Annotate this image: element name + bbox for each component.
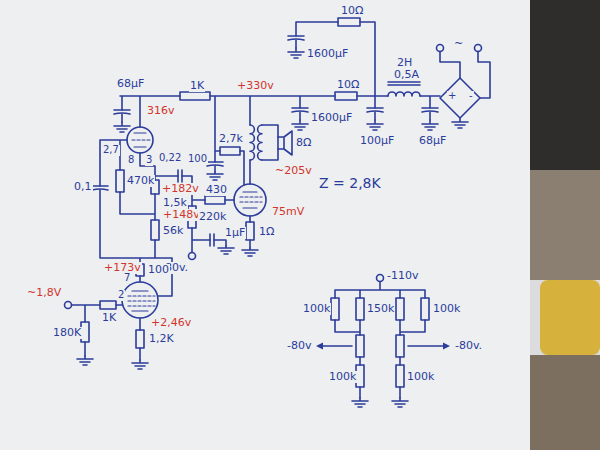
ground-symbol [77,48,468,407]
component-label: 8 [127,155,135,166]
component-label: 100k [328,371,357,383]
component-label: 56k [162,225,184,237]
voltage-reading: ~1,8V [26,287,62,299]
voltage-reading: +2,46v [150,317,192,329]
voltage-reading: 316v [146,105,176,117]
voltage-reading: +182v [161,183,200,195]
paper-sheet [0,0,530,450]
desk-surface [530,355,600,450]
component-label: 7 [123,273,131,284]
component-label: - [468,91,474,102]
component-label: 220k [198,211,227,223]
component-label: 100k [406,371,435,383]
resistor-symbol [81,18,429,387]
component-label: 1,5k [162,197,188,209]
arrow-head [316,343,450,350]
component-label: 1600µF [306,48,349,60]
bias-terminal [189,253,196,260]
component-label: 0,5A [393,69,420,81]
component-label: 10Ω [340,5,364,17]
component-label: 8Ω [295,137,312,149]
component-label: 100k [432,303,461,315]
ac-terminal [475,45,482,52]
desk-surface [530,170,600,280]
component-label: 1K [189,80,205,92]
component-label: + [447,91,457,102]
component-label: 100 [187,154,208,165]
choke-coil [388,82,420,96]
component-label: 430 [205,184,228,196]
speaker-symbol [278,131,292,155]
component-label: 1Ω [258,226,275,238]
input-pentode [122,282,158,318]
voltage-reading: ~205v [274,165,313,177]
component-label: -110v [386,270,419,282]
component-label: 2,7 [102,145,120,156]
component-label: 150k [366,303,395,315]
component-label: 100k [302,303,331,315]
component-label: 1µF [224,227,246,239]
component-label: 68µF [418,135,447,147]
supply-terminal [377,275,384,282]
component-label: 2H [396,57,413,69]
component-label: 100µF [359,135,395,147]
desk-object [530,0,600,170]
component-label: 3 [145,155,153,166]
component-label: 100 [147,264,170,276]
capacitor-symbol [92,36,438,246]
component-label: 68µF [116,78,145,90]
component-label: 1600µF [310,112,353,124]
component-label: 0,1 [73,181,93,193]
cable-spool [540,280,600,355]
voltage-reading: +148v [162,209,201,221]
component-label: -80v. [454,340,483,352]
output-pentode [234,184,266,216]
voltage-reading: 75mV [271,206,305,218]
voltage-reading: +173v [103,262,142,274]
bridge-rectifier [440,78,480,118]
component-label: -80v [286,340,312,352]
wire [72,22,491,398]
component-label: Z = 2,8K [318,176,382,191]
component-label: 2 [117,290,125,301]
component-label: 1,2K [148,333,175,345]
component-label: 0,22 [158,153,182,164]
component-label: 2,7k [218,133,244,145]
component-label: 180K [52,327,82,339]
component-label: ~ [453,38,464,50]
component-label: 1K [101,312,117,324]
tube-electrodes [128,133,262,311]
ac-terminal [437,45,444,52]
voltage-reading: +330v [236,80,275,92]
output-transformer [250,125,262,160]
component-label: 470k [126,175,155,187]
component-label: 10Ω [336,79,360,91]
input-terminal [65,302,72,309]
